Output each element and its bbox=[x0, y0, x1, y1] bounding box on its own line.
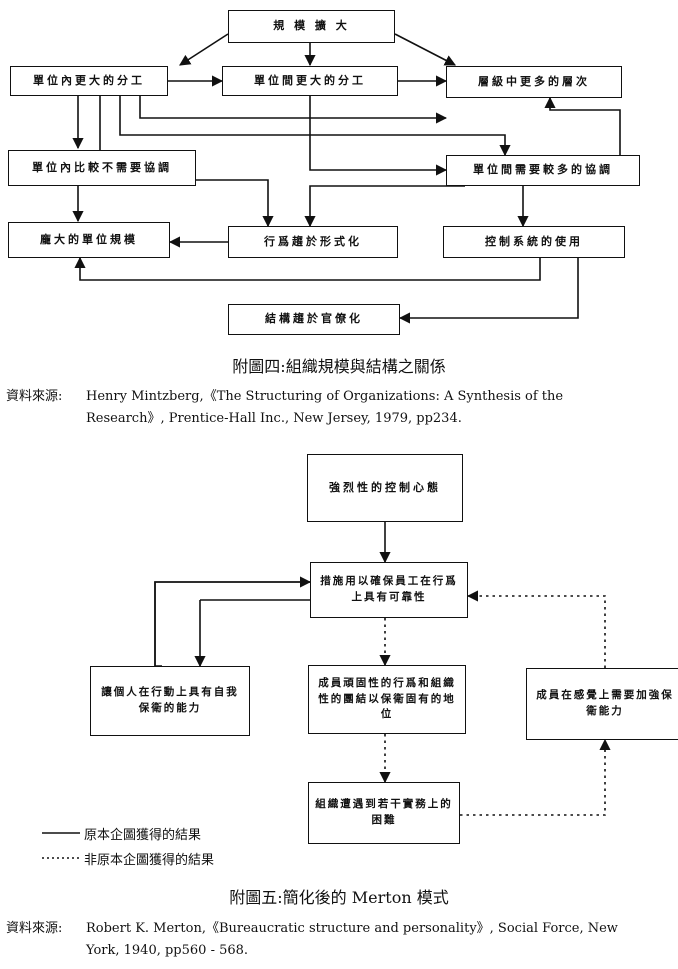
node-label: 成員頑固性的行爲和組織性的團結以保衛固有的地位 bbox=[318, 676, 456, 721]
node-label: 層級中更多的層次 bbox=[478, 74, 590, 88]
node-label: 單位間更大的分工 bbox=[254, 73, 366, 87]
node-within-less-coordination: 單位內比較不需要協調 bbox=[8, 150, 196, 186]
source-line-4a: Henry Mintzberg,《The Structuring of Orga… bbox=[86, 389, 564, 404]
node-between-division: 單位間更大的分工 bbox=[222, 66, 398, 96]
node-label: 單位內比較不需要協調 bbox=[32, 160, 172, 174]
node-scale: 規 模 擴 大 bbox=[228, 10, 395, 43]
node-label: 單位內更大的分工 bbox=[33, 73, 145, 87]
node-personal-defense: 讓個人在行動上具有自我保衛的能力 bbox=[90, 666, 250, 736]
node-difficulties: 組織遭遇到若干實務上的困難 bbox=[308, 782, 460, 844]
source-line-5a: Robert K. Merton,《Bureaucratic structure… bbox=[86, 921, 618, 936]
legend-solid-label: 原本企圖獲得的結果 bbox=[84, 828, 202, 843]
node-more-levels: 層級中更多的層次 bbox=[446, 66, 622, 98]
node-label: 行爲趨於形式化 bbox=[264, 234, 362, 248]
node-control-mentality: 強烈性的控制心態 bbox=[307, 454, 463, 522]
node-formalization: 行爲趨於形式化 bbox=[228, 226, 398, 258]
source-label-5: 資料來源: bbox=[6, 921, 63, 936]
node-label: 單位間需要較多的協調 bbox=[473, 163, 613, 177]
node-control-systems: 控制系統的使用 bbox=[443, 226, 625, 258]
node-label: 組織遭遇到若干實務上的困難 bbox=[315, 798, 453, 826]
node-between-more-coordination: 單位間需要較多的協調 bbox=[446, 155, 640, 186]
node-within-division: 單位內更大的分工 bbox=[10, 66, 168, 96]
node-larger-units: 龐大的單位規模 bbox=[8, 222, 170, 258]
legend-dotted-label: 非原本企圖獲得的結果 bbox=[84, 853, 215, 868]
source-label-4: 資料來源: bbox=[6, 389, 63, 404]
node-label: 結構趨於官僚化 bbox=[265, 312, 363, 326]
node-label: 措施用以確保員工在行爲上具有可靠性 bbox=[320, 575, 458, 603]
node-label: 規 模 擴 大 bbox=[273, 19, 350, 33]
node-bureaucratization: 結構趨於官僚化 bbox=[228, 304, 400, 335]
node-need-defense: 成員在感覺上需要加強保衛能力 bbox=[526, 668, 678, 740]
node-label: 龐大的單位規模 bbox=[40, 232, 138, 246]
node-label: 讓個人在行動上具有自我保衛的能力 bbox=[101, 686, 239, 714]
figure-caption-4: 附圖四:組織規模與結構之關係 bbox=[232, 357, 446, 376]
node-label: 成員在感覺上需要加強保衛能力 bbox=[536, 689, 674, 717]
node-label: 強烈性的控制心態 bbox=[329, 480, 441, 494]
node-measures: 措施用以確保員工在行爲上具有可靠性 bbox=[310, 562, 468, 618]
source-line-4b: Research》, Prentice-Hall Inc., New Jerse… bbox=[86, 411, 462, 426]
node-label: 控制系統的使用 bbox=[485, 234, 583, 248]
node-rigidity: 成員頑固性的行爲和組織性的團結以保衛固有的地位 bbox=[308, 665, 466, 734]
figure-caption-5: 附圖五:簡化後的 Merton 模式 bbox=[229, 888, 449, 907]
source-line-5b: York, 1940, pp560 - 568. bbox=[86, 943, 249, 958]
